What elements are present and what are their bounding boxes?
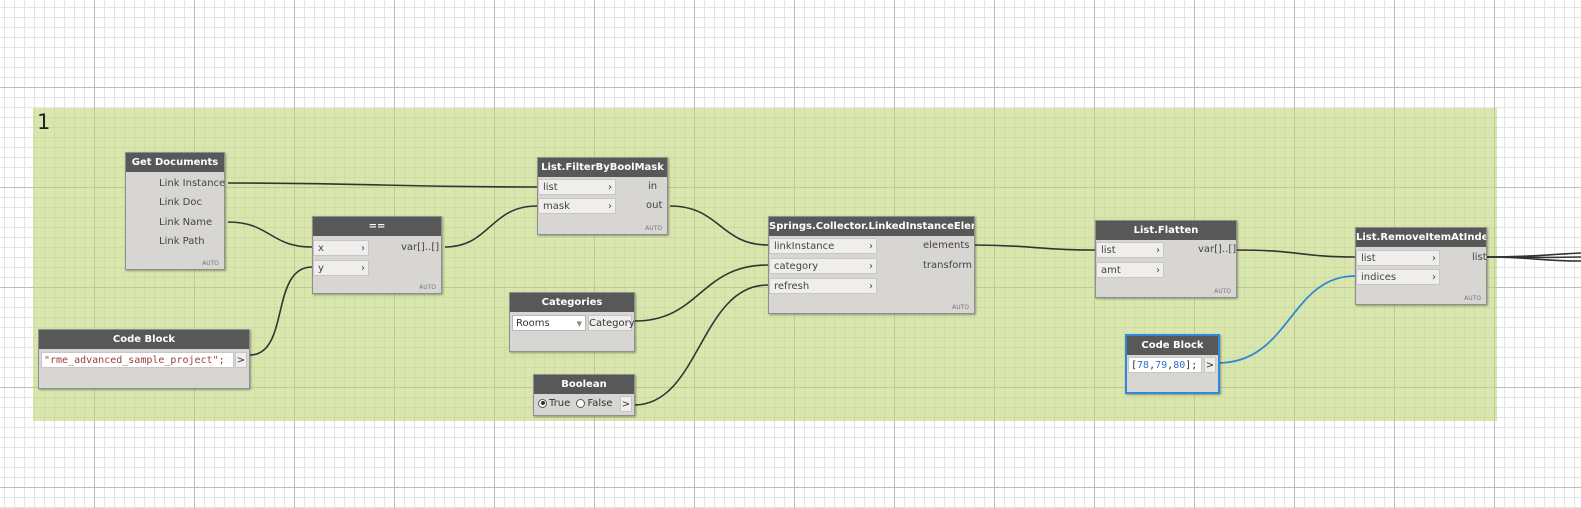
lacing-label: AUTO: [1464, 295, 1481, 302]
input-indices[interactable]: indices ›: [1356, 269, 1440, 285]
input-category[interactable]: category ›: [769, 258, 877, 274]
port-label: linkInstance: [774, 241, 835, 252]
code-block-node-selected[interactable]: Code Block [78,79,80]; >: [1125, 334, 1220, 394]
chevron-right-icon: ›: [608, 182, 612, 193]
wire-output-3: [1486, 256, 1581, 262]
code-string: "rme_advanced_sample_project";: [44, 355, 225, 366]
output-elements[interactable]: elements: [923, 240, 970, 251]
output-list[interactable]: list: [1472, 252, 1487, 263]
output-category[interactable]: Category: [588, 315, 635, 331]
chevron-right-icon: ›: [608, 201, 612, 212]
chevron-down-icon: ▼: [576, 320, 582, 328]
chevron-right-icon: ›: [1432, 253, 1436, 264]
port-label: list: [1361, 253, 1376, 264]
filter-by-bool-mask-node[interactable]: List.FilterByBoolMask list › mask › in o…: [537, 157, 668, 235]
output-var[interactable]: var[]..[]: [1198, 244, 1237, 255]
input-mask[interactable]: mask ›: [538, 198, 616, 214]
chevron-right-icon: ›: [869, 241, 873, 252]
chevron-right-icon: ›: [361, 243, 365, 254]
code-block-node[interactable]: Code Block "rme_advanced_sample_project"…: [38, 329, 250, 389]
lacing-label: AUTO: [645, 225, 662, 232]
chevron-right-icon: ›: [1156, 245, 1160, 256]
chevron-right-icon: ›: [361, 263, 365, 274]
node-group[interactable]: 1: [33, 108, 1497, 421]
option-true[interactable]: True: [538, 398, 570, 409]
port-label: list: [543, 182, 558, 193]
radio-unchecked-icon: [576, 398, 586, 408]
port-label: list: [1101, 245, 1116, 256]
lacing-label: AUTO: [1214, 288, 1231, 295]
output-transform[interactable]: transform: [923, 260, 973, 271]
code-input[interactable]: "rme_advanced_sample_project";: [41, 352, 234, 368]
input-list[interactable]: list ›: [1096, 242, 1164, 258]
node-title[interactable]: Code Block: [1127, 336, 1218, 355]
input-list[interactable]: list ›: [1356, 250, 1440, 266]
input-y[interactable]: y ›: [313, 260, 369, 276]
port-label: y: [318, 263, 324, 274]
node-title[interactable]: List.RemoveItemAtIndex: [1356, 228, 1486, 247]
node-title[interactable]: Code Block: [39, 330, 249, 349]
code-number: 79: [1155, 360, 1168, 371]
node-title[interactable]: ==: [313, 217, 441, 236]
get-documents-node[interactable]: Get Documents Link Instance Link Doc Lin…: [125, 152, 225, 270]
input-amt[interactable]: amt ›: [1096, 262, 1164, 278]
node-title[interactable]: Get Documents: [126, 153, 224, 172]
dropdown-value: Rooms: [516, 318, 550, 329]
code-number: 78: [1137, 360, 1150, 371]
chevron-right-icon: ›: [869, 261, 873, 272]
output-port[interactable]: >: [620, 396, 632, 412]
chevron-right-icon: ›: [1156, 265, 1160, 276]
output-port[interactable]: >: [1204, 357, 1216, 373]
lacing-label: AUTO: [419, 284, 436, 291]
lacing-label: AUTO: [202, 260, 219, 267]
remove-item-at-index-node[interactable]: List.RemoveItemAtIndex list › indices › …: [1355, 227, 1487, 305]
output-in[interactable]: in: [648, 181, 658, 192]
output-out[interactable]: out: [646, 200, 663, 211]
input-list[interactable]: list ›: [538, 179, 616, 195]
input-refresh[interactable]: refresh ›: [769, 278, 877, 294]
radio-checked-icon: [538, 398, 547, 408]
port-label: indices: [1361, 272, 1397, 283]
output-link-instance[interactable]: Link Instance: [159, 178, 226, 189]
option-false[interactable]: False: [576, 398, 613, 409]
code-input[interactable]: [78,79,80];: [1128, 357, 1202, 373]
node-title[interactable]: Categories: [510, 293, 634, 312]
chevron-right-icon: ›: [869, 281, 873, 292]
input-x[interactable]: x ›: [313, 240, 369, 256]
port-label: mask: [543, 201, 570, 212]
lacing-label: AUTO: [952, 304, 969, 311]
port-label: category: [774, 261, 819, 272]
output-port[interactable]: >: [235, 352, 247, 368]
equals-node[interactable]: == x › y › var[]..[] AUTO: [312, 216, 442, 294]
boolean-node[interactable]: Boolean True False >: [533, 374, 635, 416]
port-label: refresh: [774, 281, 810, 292]
boolean-options: True False: [538, 396, 613, 412]
node-title[interactable]: List.Flatten: [1096, 221, 1236, 240]
list-flatten-node[interactable]: List.Flatten list › amt › var[]..[] AUTO: [1095, 220, 1237, 298]
category-dropdown[interactable]: Rooms ▼: [512, 315, 586, 331]
categories-node[interactable]: Categories Rooms ▼ Category: [509, 292, 635, 352]
node-title[interactable]: Boolean: [534, 375, 634, 394]
node-title[interactable]: Springs.Collector.LinkedInstanceElements: [769, 217, 974, 236]
group-title[interactable]: 1: [37, 110, 51, 134]
linked-instance-elements-node[interactable]: Springs.Collector.LinkedInstanceElements…: [768, 216, 975, 314]
port-label: amt: [1101, 265, 1121, 276]
wire-output-1: [1486, 252, 1581, 258]
input-linkinstance[interactable]: linkInstance ›: [769, 238, 877, 254]
code-number: 80: [1173, 360, 1186, 371]
chevron-right-icon: ›: [1432, 272, 1436, 283]
output-link-name[interactable]: Link Name: [159, 217, 213, 228]
output-link-path[interactable]: Link Path: [159, 236, 205, 247]
port-label: x: [318, 243, 324, 254]
output-link-doc[interactable]: Link Doc: [159, 197, 202, 208]
output-var[interactable]: var[]..[]: [401, 242, 440, 253]
node-title[interactable]: List.FilterByBoolMask: [538, 158, 667, 177]
